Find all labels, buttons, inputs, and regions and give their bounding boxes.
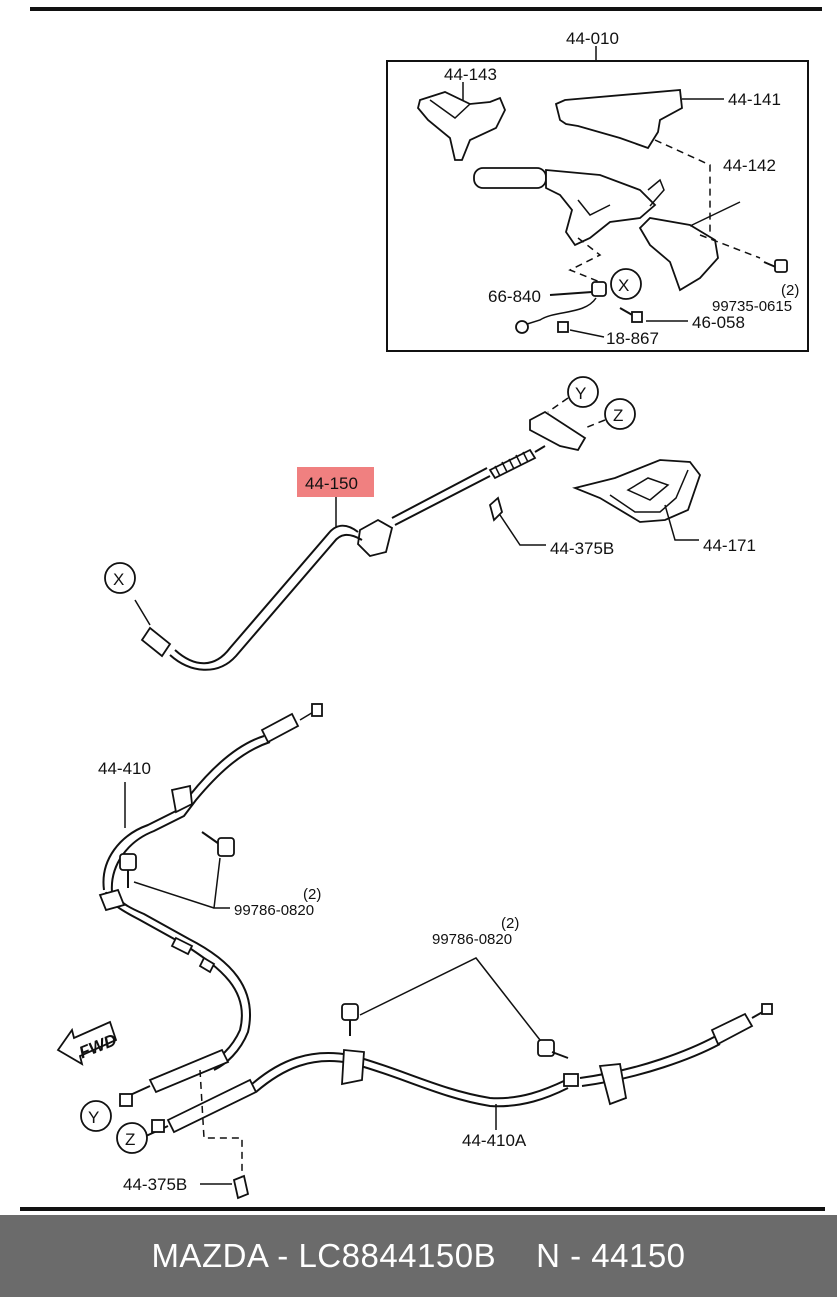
cable-end-part [140,626,172,658]
callout-y-top-circle [567,376,599,408]
screw-99735-part [763,259,788,273]
label-44-375b-bottom: 44-375B [123,1175,187,1194]
qty-99735: (2) [781,282,799,299]
cable-joint-part [563,1073,579,1087]
cable-thread-part [488,448,537,480]
callout-z-top: Z [613,406,623,425]
footer-brand-part: MAZDA - LC8844150B [151,1237,497,1274]
lever-handle-part [473,167,547,189]
grommet-part [357,518,394,557]
switch-66-840-part [591,281,607,297]
callout-x-top: X [618,276,629,295]
cable-clip-part [341,1049,365,1086]
callout-x-cable-circle [104,562,136,594]
bolt-99786-left-a-part [201,831,235,857]
callout-x-top-circle [610,268,642,300]
bracket-44-171-part [572,459,702,523]
bolt-46-058-part [619,307,643,323]
clip-44-375b-top-part [488,496,504,522]
callout-z-bottom: Z [125,1130,135,1149]
rear-cable-tip-part [311,703,323,717]
label-99735-0615: 99735-0615 [712,298,792,315]
rear-cover-part [638,217,719,292]
front-cable-assembly: Y Z X 44-150 44-375B 44-171 [104,376,756,671]
rear-cable-thread-part [260,712,300,744]
label-99786-0820-right: 99786-0820 [432,931,512,948]
label-44-010: 44-010 [566,29,619,48]
rear-cable-right-tip-part [761,1003,773,1015]
qty-99786-left: (2) [303,886,321,903]
cable-sleeve-b-part [198,956,216,974]
equalizer-part [529,410,587,452]
nut-18-867-part [557,321,569,333]
label-44-141: 44-141 [728,90,781,109]
rear-cable-assembly: 44-410 (2) 99786-0820 Y FWD [56,703,773,1200]
bolt-99786-right-b-part [537,1039,569,1059]
label-44-150: 44-150 [305,474,358,493]
label-44-142: 44-142 [723,156,776,175]
footer-bar: MAZDA - LC8844150B N - 44150 [0,1215,837,1297]
bolt-99786-left-b-part [119,853,137,888]
side-cover-part [417,91,506,161]
qty-99786-right: (2) [501,915,519,932]
rear-cable-z-thread-part [166,1078,258,1134]
cable-bracket-part [98,888,126,912]
connector-part [515,320,529,334]
cable-sleeve-a-part [170,936,194,956]
callout-y-bottom-circle [80,1100,112,1132]
parking-brake-diagram: 44-010 44-143 44-141 44-142 (2) 99735-06… [20,7,825,1211]
label-18-867: 18-867 [606,329,659,348]
label-44-143: 44-143 [444,65,497,84]
label-99786-0820-left: 99786-0820 [234,902,314,919]
lever-body-part [545,169,657,247]
cable-z-end-part [151,1119,165,1133]
label-44-150-highlight [297,467,374,497]
cable-bracket-right-part [598,1063,628,1106]
callout-y-bottom: Y [88,1108,99,1127]
fwd-arrow-icon: FWD [56,1020,119,1066]
bolt-99786-right-a-part [341,1003,359,1036]
callout-z-top-circle [604,398,636,430]
label-66-840: 66-840 [488,287,541,306]
label-44-171: 44-171 [703,536,756,555]
label-44-410: 44-410 [98,759,151,778]
cable-clamp-part [170,784,193,814]
rear-cable-y-thread-part [148,1048,230,1094]
callout-y-top: Y [575,384,586,403]
label-46-058: 46-058 [692,313,745,332]
cable-y-end-part [119,1093,133,1107]
clip-44-375b-bottom-part [232,1174,250,1200]
rear-cable-right-thread-part [710,1012,754,1046]
callout-x-cable: X [113,570,124,589]
callout-z-bottom-circle [116,1122,148,1154]
footer-number: N - 44150 [536,1237,686,1274]
label-44-410a: 44-410A [462,1131,527,1150]
lever-assembly-inset: 44-010 44-143 44-141 44-142 (2) 99735-06… [386,29,809,352]
console-cover-part [554,89,683,150]
label-44-375b-top: 44-375B [550,539,614,558]
